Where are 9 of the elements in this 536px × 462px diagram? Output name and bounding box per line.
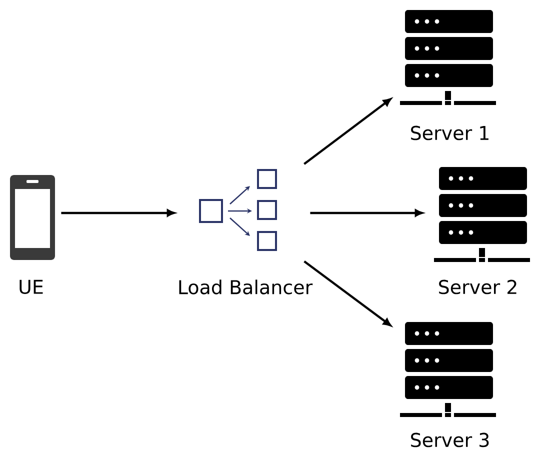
arrow	[61, 209, 175, 217]
arrow	[310, 209, 423, 217]
node-label: UE	[20, 280, 43, 294]
node-label: Load Balancer	[179, 280, 313, 294]
node-label: Server 2	[439, 280, 516, 294]
node-label: Server 1	[411, 126, 488, 140]
node-label: Server 3	[411, 432, 489, 448]
arrow	[304, 260, 392, 326]
arrow	[304, 98, 392, 165]
